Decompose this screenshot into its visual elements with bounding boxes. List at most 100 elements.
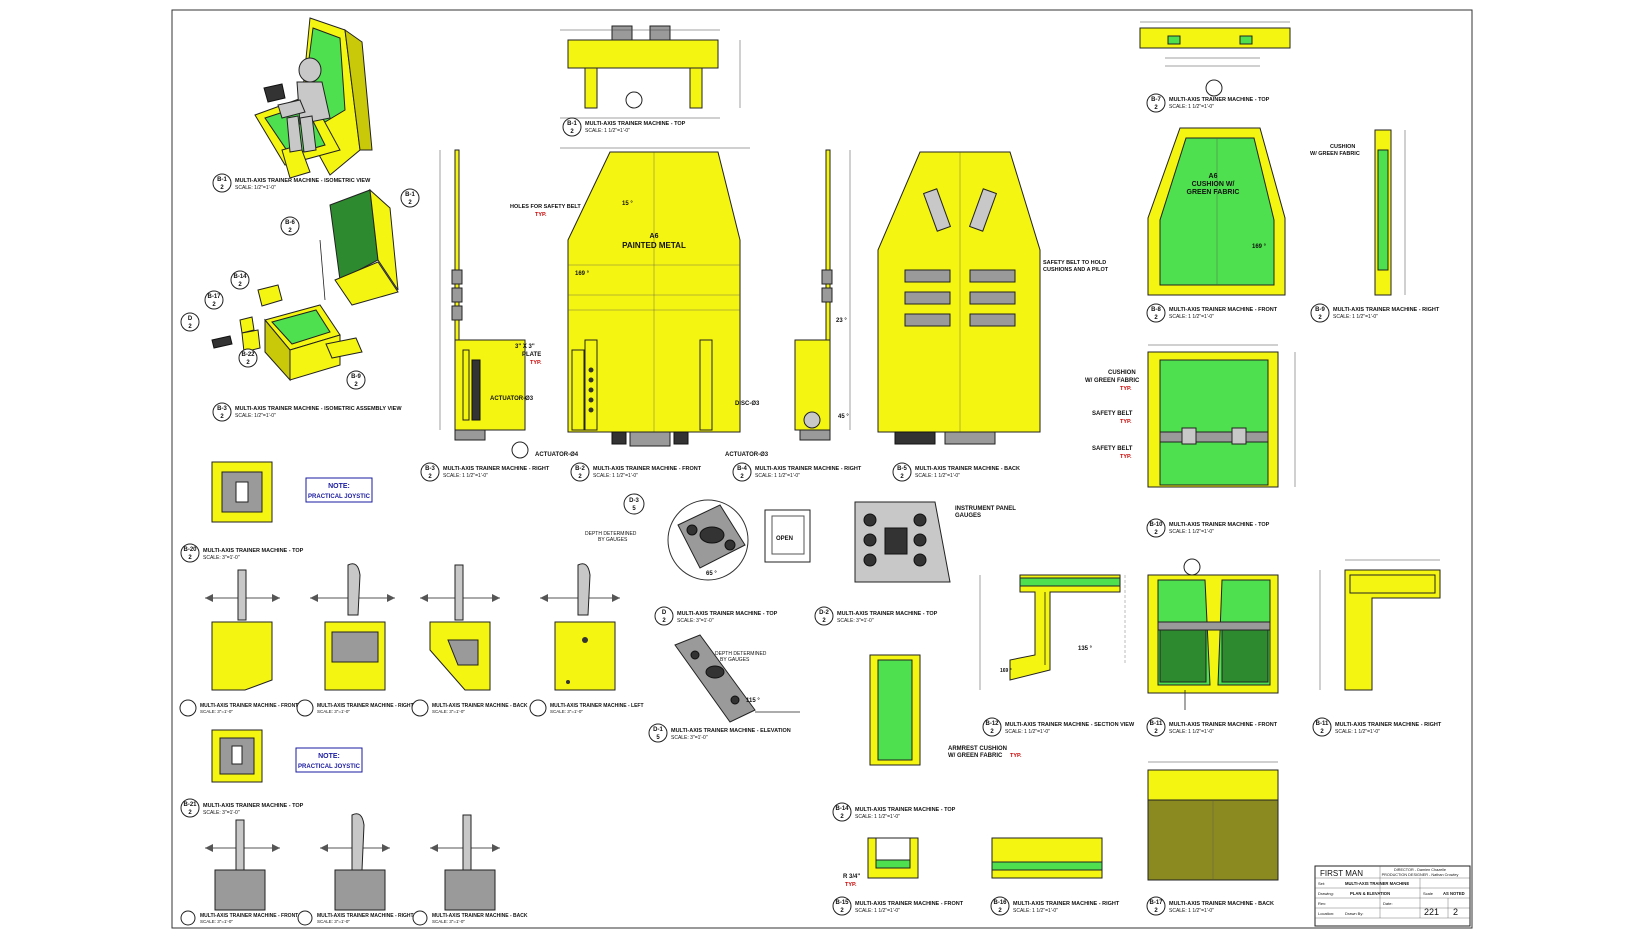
- bubble-number: 2: [840, 908, 844, 914]
- view-scale: SCALE: 1/2"=1'-0": [235, 185, 276, 191]
- finish-callout: A6: [650, 233, 659, 240]
- svg-text:MULTI-AXIS TRAINER MACHINE - F: MULTI-AXIS TRAINER MACHINE - FRONT: [200, 703, 298, 709]
- d1-instrument-elevation: [674, 634, 800, 723]
- view-bubble: [1146, 717, 1166, 737]
- depth-callout-2: BY GAUGES: [598, 537, 628, 543]
- view-bubble: [990, 896, 1010, 916]
- svg-text:MULTI-AXIS TRAINER MACHINE - B: MULTI-AXIS TRAINER MACHINE - BACK: [432, 703, 528, 709]
- svg-text:B-6: B-6: [285, 220, 295, 226]
- scale-label: Scale: [1423, 891, 1434, 896]
- view-title: MULTI-AXIS TRAINER MACHINE - FRONT: [855, 901, 964, 907]
- svg-text:MULTI-AXIS TRAINER MACHINE - R: MULTI-AXIS TRAINER MACHINE - RIGHT: [317, 703, 414, 709]
- drawing-name: PLAN & ELEVATION: [1350, 891, 1390, 896]
- b12-section-view: [979, 574, 1126, 690]
- safety-belt-label: SAFETY BELT: [1092, 411, 1133, 417]
- joystick-left-1: [540, 563, 620, 691]
- svg-text:MULTI-AXIS TRAINER MACHINE - F: MULTI-AXIS TRAINER MACHINE - FRONT: [200, 913, 298, 919]
- view-title: MULTI-AXIS TRAINER MACHINE - TOP: [837, 611, 938, 617]
- studio-name: FIRST MAN: [1320, 869, 1363, 878]
- cushion-callout-3: GREEN FABRIC: [1187, 189, 1240, 196]
- bubble-label: B-3: [217, 406, 227, 412]
- bubble-number: 2: [900, 474, 904, 480]
- bubble-number: 2: [998, 908, 1002, 914]
- b7-top-view: [1139, 21, 1291, 67]
- view-bubble: [648, 723, 668, 743]
- view-bubble: [212, 173, 232, 193]
- view-title: MULTI-AXIS TRAINER MACHINE - ISOMETRIC V…: [235, 178, 371, 184]
- view-scale: SCALE: 1 1/2"=1'-0": [1169, 529, 1214, 535]
- joystick-right-2: [320, 813, 390, 911]
- bubble-label: B-1: [217, 177, 227, 183]
- bubble-number: 2: [840, 814, 844, 820]
- b5-back-view: [877, 151, 1041, 445]
- angle-label: 15 °: [622, 201, 633, 207]
- bubble-number: 2: [188, 555, 192, 561]
- bubble-number: 2: [1154, 908, 1158, 914]
- view-title: MULTI-AXIS TRAINER MACHINE - RIGHT: [443, 466, 550, 472]
- disc-callout: DISC-Ø3: [735, 401, 760, 407]
- view-scale: SCALE: 1 1/2"=1'-0": [443, 473, 488, 479]
- drawn-label: Drawn By:: [1345, 911, 1363, 916]
- view-title: MULTI-AXIS TRAINER MACHINE - RIGHT: [755, 466, 862, 472]
- note-title: NOTE:: [318, 753, 340, 760]
- location-label: Location:: [1318, 911, 1334, 916]
- view-scale: SCALE: 1/2"=1'-0": [235, 413, 276, 419]
- bubble-label: B-15: [835, 900, 849, 906]
- sheet-count: 2: [1453, 907, 1458, 917]
- view-scale: SCALE: 1 1/2"=1'-0": [1013, 908, 1058, 914]
- view-title: MULTI-AXIS TRAINER MACHINE - BACK: [915, 466, 1020, 472]
- view-bubble: [1312, 717, 1332, 737]
- b17-back-view: [1147, 761, 1279, 881]
- svg-text:D: D: [188, 316, 193, 322]
- svg-text:B-22: B-22: [241, 352, 255, 358]
- view-scale: SCALE: 1 1/2"=1'-0": [855, 908, 900, 914]
- svg-text:MULTI-AXIS TRAINER MACHINE - B: MULTI-AXIS TRAINER MACHINE - BACK: [432, 913, 528, 919]
- view-scale: SCALE: 3"=1'-0": [203, 555, 240, 561]
- bubble-label: B-17: [1149, 900, 1163, 906]
- svg-text:B-14: B-14: [233, 274, 247, 280]
- note-box: [305, 477, 373, 503]
- svg-text:B-1: B-1: [405, 192, 415, 198]
- view-bubble: [570, 462, 590, 482]
- view-bubble: [180, 543, 200, 563]
- svg-text:2: 2: [212, 302, 216, 308]
- angle-label: 23 °: [836, 318, 847, 324]
- open-label: OPEN: [776, 536, 793, 542]
- view-scale: SCALE: 1 1/2"=1'-0": [1169, 314, 1214, 320]
- view-scale: SCALE: 1 1/2"=1'-0": [593, 473, 638, 479]
- joystick-row2-titles: MULTI-AXIS TRAINER MACHINE - FRONT SCALE…: [180, 910, 528, 926]
- bubble-label: B-8: [1151, 307, 1161, 313]
- cushion-label: CUSHION: [1108, 370, 1136, 376]
- bubble-number: 2: [220, 185, 224, 191]
- date-label: Date:: [1383, 901, 1393, 906]
- bubble-number: 2: [428, 474, 432, 480]
- bubble-label: B-3: [425, 466, 435, 472]
- d2-instrument-front: [854, 501, 951, 583]
- svg-text:2: 2: [288, 228, 292, 234]
- fabric-label: W/ GREEN FABRIC: [1310, 151, 1360, 157]
- angle-label: 169 °: [1000, 668, 1012, 674]
- view-scale: SCALE: 3"=1'-0": [837, 618, 874, 624]
- note-text: PRACTICAL JOYSTIC: [298, 764, 361, 770]
- bubble-number: 2: [220, 414, 224, 420]
- view-title: MULTI-AXIS TRAINER MACHINE - FRONT: [1169, 722, 1278, 728]
- view-bubble: [1146, 303, 1166, 323]
- joystick-right-1: [310, 563, 395, 691]
- angle-label: 169 °: [1252, 244, 1267, 250]
- typ-note: TYP.: [530, 360, 542, 366]
- bubble-label: B-2: [575, 466, 585, 472]
- bubble-number: 5: [656, 735, 660, 741]
- angle-label: 115 °: [746, 698, 760, 704]
- section-marker: [511, 441, 529, 459]
- joystick-row1-titles: MULTI-AXIS TRAINER MACHINE - FRONT SCALE…: [179, 699, 644, 717]
- cushion-label: CUSHION: [1330, 144, 1355, 150]
- joystick-front-2: [205, 819, 280, 911]
- sheet-number: 221: [1424, 907, 1439, 917]
- bubble-label: B-12: [985, 721, 999, 727]
- cushion-callout: A6: [1209, 173, 1218, 180]
- view-bubble: [814, 606, 834, 626]
- svg-text:2: 2: [354, 382, 358, 388]
- angle-label: 65 °: [706, 571, 717, 577]
- b1-top-view: [560, 25, 741, 119]
- view-scale: SCALE: 1 1/2"=1'-0": [1005, 729, 1050, 735]
